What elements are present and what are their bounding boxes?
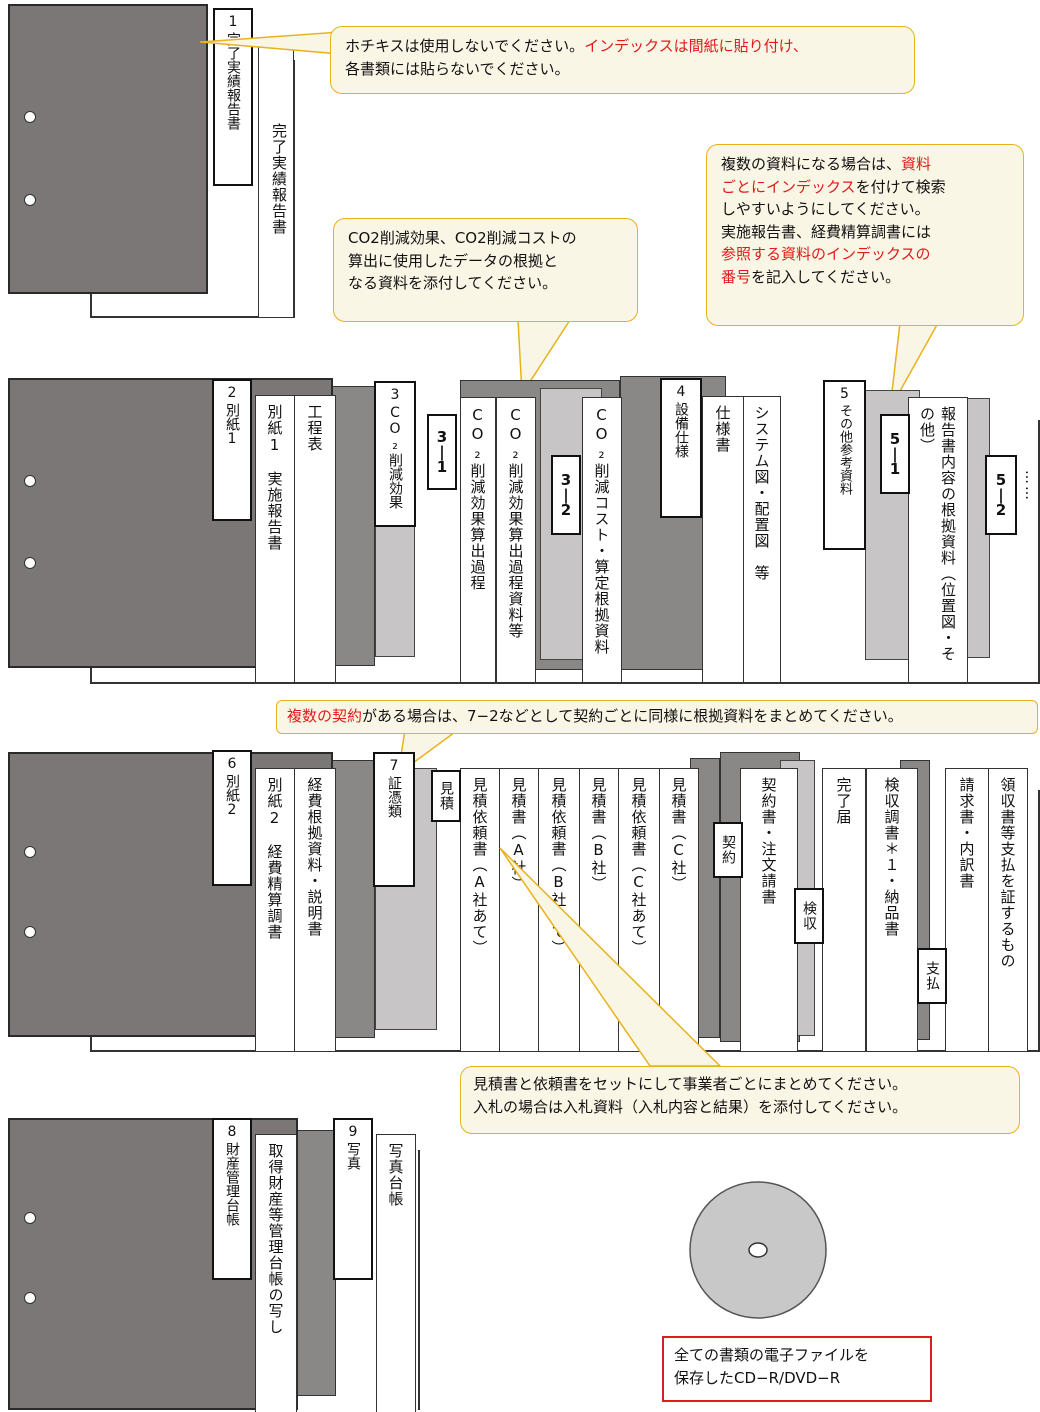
doc-contract: 契約書・注文請書 (740, 768, 798, 1052)
binder-hole (24, 1292, 36, 1304)
index-tab-8: 8 財産管理台帳 (212, 1118, 252, 1280)
callout-contract: 複数の契約がある場合は、7−2などとして契約ごとに同様に根拠資料をまとめてくださ… (276, 700, 1038, 734)
doc-completion-notice: 完了届 (822, 768, 866, 1052)
doc-schedule: 工程表 (294, 395, 336, 683)
binder-hole (24, 194, 36, 206)
callout-estimate: 見積書と依頼書をセットにして事業者ごとにまとめてください。 入札の場合は入札資料… (460, 1066, 1020, 1134)
index-tab-7: 7 証憑類 (373, 752, 415, 887)
callout-estimate-pointer (499, 847, 722, 1067)
doc-co2-cost: CO₂削減コスト・算定根拠資料 (582, 397, 622, 683)
doc-completion-report: 完了実績報告書 (258, 40, 294, 318)
cd-label-box: 全ての書類の電子ファイルを 保存したCD−R/DVD−R (662, 1336, 932, 1402)
index-tab-5: 5 その他参考資料 (823, 380, 866, 550)
index-tab-9: 9 写真 (333, 1118, 373, 1280)
divider-sheet (296, 1130, 336, 1396)
binder-hole (24, 557, 36, 569)
doc-expense-statement: 別紙2 経費精算調書 (255, 768, 295, 1052)
binder-hole (24, 111, 36, 123)
divider-sheet (330, 386, 375, 666)
cd-disc-icon (689, 1181, 827, 1319)
doc-expense-basis: 経費根拠資料・説明書 (294, 768, 336, 1052)
index-tab-2: 2 別紙1 (212, 379, 252, 521)
index-tab-3-2: 3|2 (551, 455, 581, 535)
doc-co2-calc: CO₂削減効果算出過程 (460, 397, 496, 683)
binder-hole (24, 475, 36, 487)
doc-co2-calc-materials: CO₂削減効果算出過程資料等 (496, 397, 536, 683)
index-tab-6: 6 別紙2 (212, 750, 252, 886)
index-tab-contract: 契約 (713, 822, 743, 878)
doc-specification: 仕様書 (702, 396, 744, 683)
doc-basis-materials: 報告書内容の根拠資料（位置図・その他） (908, 397, 968, 683)
index-tab-1: 1 完了実績報告書 (213, 8, 253, 186)
callout-co2: CO2削減効果、CO2削減コストの 算出に使用したデータの根拠と なる資料を添付… (333, 218, 638, 322)
callout-multi-materials: 複数の資料になる場合は、資料 ごとにインデックスを付けて検索 しやすいようにして… (706, 144, 1024, 326)
callout-staple: ホチキスは使用しないでください。インデックスは間紙に貼り付け、 各書類には貼らな… (330, 26, 915, 94)
binder-hole (24, 1212, 36, 1224)
index-tab-3: 3 CO₂削減効果 (374, 381, 416, 527)
divider-sheet (330, 760, 375, 1038)
doc-asset-register: 取得財産等管理台帳の写し (255, 1134, 297, 1412)
index-tab-inspection: 検収 (794, 888, 824, 944)
doc-invoice: 請求書・内訳書 (945, 768, 989, 1052)
binder-hole (24, 846, 36, 858)
index-tab-5-2: 5|2 (985, 455, 1017, 535)
binder-cover-1 (8, 4, 208, 294)
doc-system-diagram: システム図・配置図 等 (743, 396, 781, 683)
continuation-dots: …… (1022, 470, 1038, 502)
binder-hole (24, 926, 36, 938)
index-tab-3-1: 3|1 (427, 414, 457, 490)
index-tab-estimate: 見積 (431, 770, 461, 822)
doc-inspection: 検収調書＊１・納品書 (866, 768, 918, 1052)
index-tab-4: 4 設備仕様 (660, 378, 702, 518)
doc-receipt: 領収書等支払を証するもの (988, 768, 1028, 1052)
doc-estimate-c: 見積書（C社） (659, 768, 699, 1052)
index-tab-5-1: 5|1 (880, 414, 910, 494)
index-tab-payment: 支払 (917, 948, 947, 1004)
doc-request-a: 見積依頼書（A社あて） (460, 768, 500, 1052)
doc-photo-register: 写真台帳 (376, 1134, 416, 1412)
doc-implementation-report: 別紙1 実施報告書 (255, 395, 295, 683)
